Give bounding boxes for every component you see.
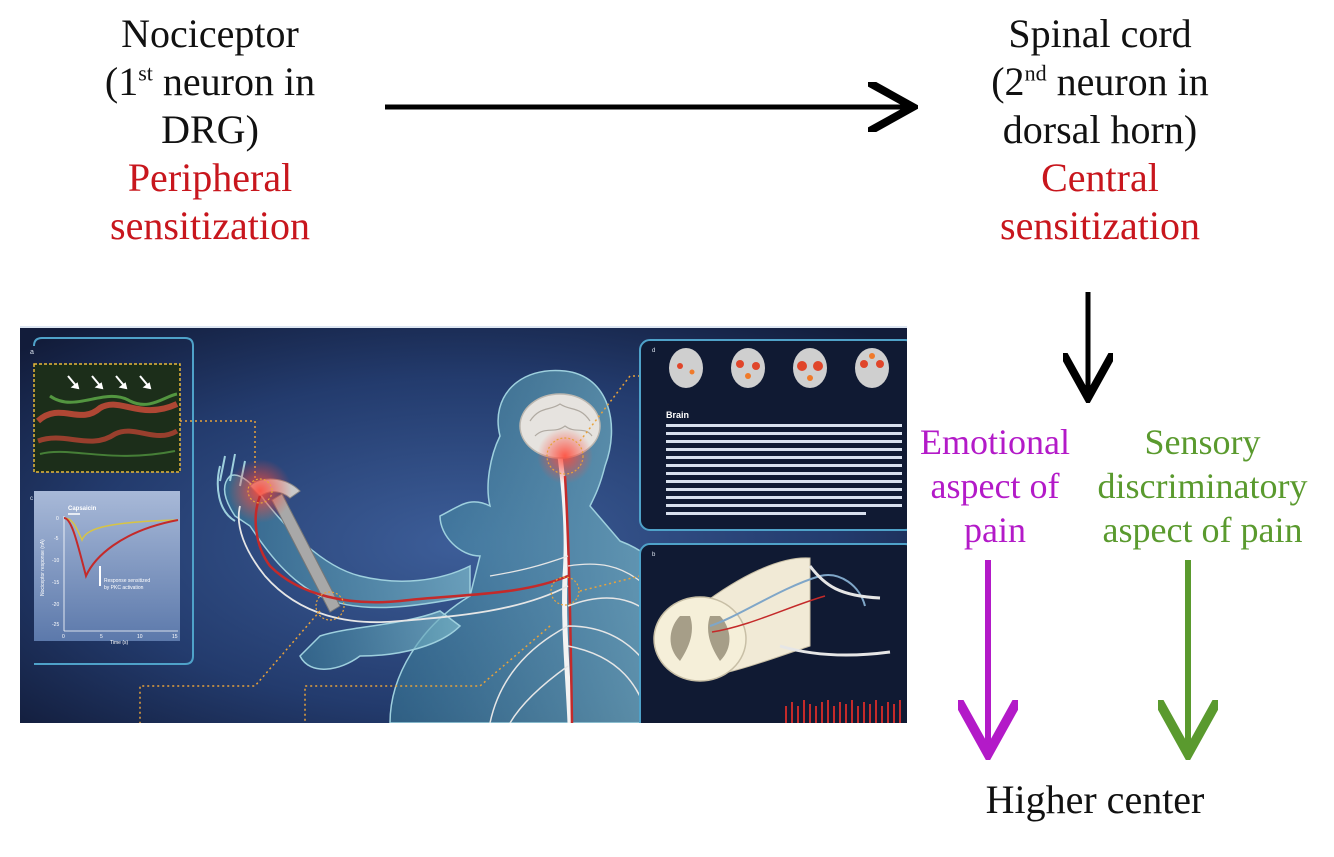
svg-text:0: 0 (62, 634, 65, 640)
nerve-micrograph (33, 363, 181, 473)
human-figure (216, 369, 681, 723)
svg-text:d: d (652, 348, 655, 354)
capsaicin-label: Capsaicin (68, 506, 97, 512)
spinal-cord-label: Spinal cord (2nd neuron in dorsal horn) … (950, 10, 1250, 250)
panel-a-label: a (30, 349, 34, 356)
peripheral-label: Peripheral (127, 155, 293, 200)
svg-text:-20: -20 (52, 602, 59, 608)
nociceptor-label: Nociceptor (1st neuron in DRG) Periphera… (60, 10, 360, 250)
svg-text:0: 0 (56, 516, 59, 522)
spinal-neuron-line: (2nd neuron in (991, 59, 1209, 104)
brain-imaging-panel: d Brain (639, 339, 907, 531)
svg-text:-10: -10 (52, 558, 59, 564)
svg-text:c: c (30, 496, 33, 502)
nociceptor-title: Nociceptor (121, 11, 299, 56)
nociceptor-drg-line: DRG) (161, 107, 259, 152)
pain-pathway-illustration: a c Capsaicin Response sensitized by PKC… (20, 326, 907, 723)
spinal-cord-panel: b (639, 543, 907, 723)
central-sensitization-label: sensitization (1000, 203, 1200, 248)
brain-title: Brain (666, 410, 689, 420)
svg-text:Nociceptor response (nA): Nociceptor response (nA) (40, 539, 46, 596)
spinal-title: Spinal cord (1008, 11, 1192, 56)
svg-text:5: 5 (100, 634, 103, 640)
svg-text:-5: -5 (54, 536, 59, 542)
peripheral-sensitization-label: sensitization (110, 203, 310, 248)
svg-text:-15: -15 (52, 580, 59, 586)
svg-text:b: b (652, 552, 656, 558)
svg-text:Time (s): Time (s) (110, 640, 128, 646)
svg-text:10: 10 (137, 634, 143, 640)
spinal-dorsal-horn-line: dorsal horn) (1002, 107, 1198, 152)
capsaicin-response-graph: c Capsaicin Response sensitized by PKC a… (30, 491, 180, 646)
svg-text:-25: -25 (52, 622, 59, 628)
nociceptor-neuron-line: (1st neuron in (104, 59, 316, 104)
central-label: Central (1041, 155, 1159, 200)
emotional-aspect-label: Emotional aspect of pain (920, 422, 1070, 550)
svg-text:15: 15 (172, 634, 178, 640)
svg-text:Response sensitized: Response sensitized (104, 578, 150, 584)
higher-center-label: Higher center (985, 777, 1205, 822)
svg-text:by PKC activation: by PKC activation (104, 585, 144, 591)
sensory-aspect-label: Sensory discriminatory aspect of pain (1097, 422, 1308, 550)
